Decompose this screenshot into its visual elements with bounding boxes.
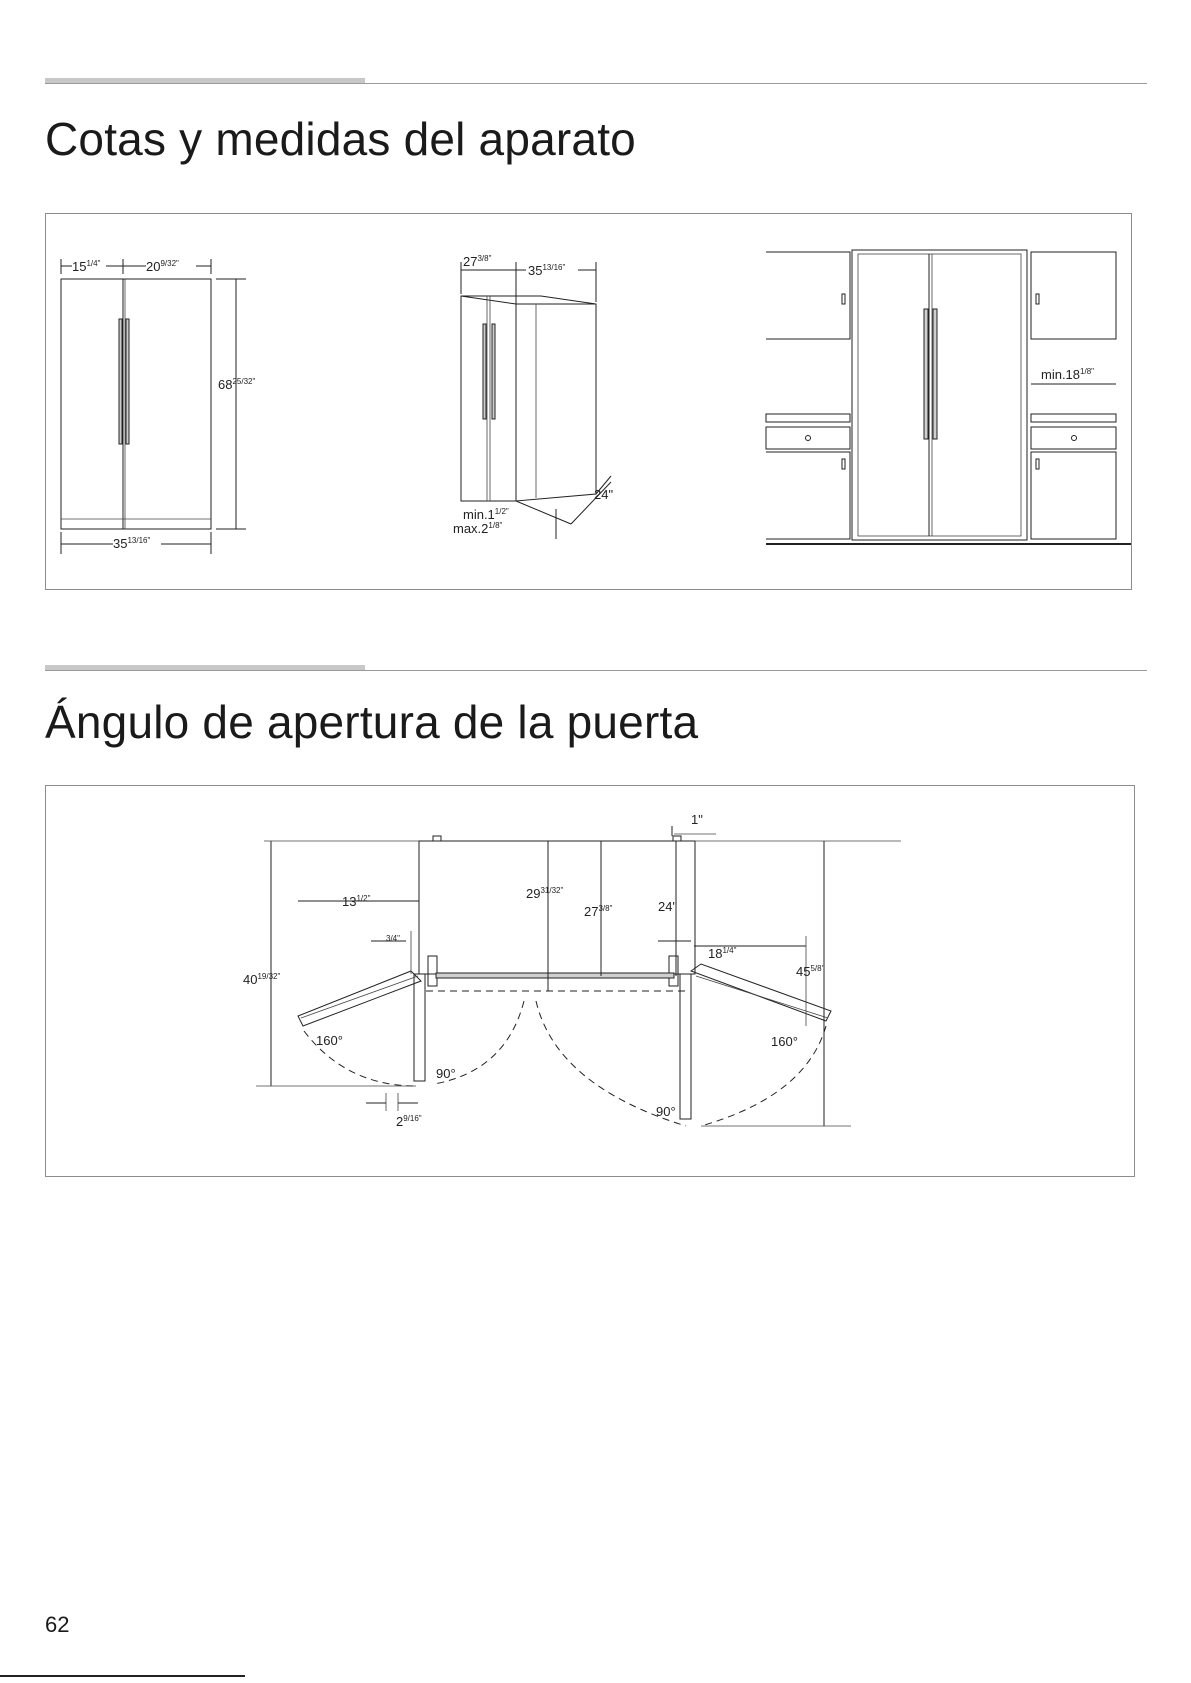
dim-24: 24": [658, 899, 677, 914]
section-title-door-angle: Ángulo de apertura de la puerta: [45, 695, 698, 749]
dim-max-gap: max.21/8": [453, 521, 503, 536]
dim-29-31-32: 2931/32": [526, 886, 563, 901]
front-view: 151/4" 209/32" 6825/32" 3513/16": [61, 259, 255, 554]
dim-2-9-16: 29/16": [396, 1114, 422, 1129]
door-angle-drawing: 1" 131/2" 2931/32" 273/8" 24" 3/4" 181/4…: [46, 786, 1134, 1176]
dim-width-left: 151/4": [72, 259, 101, 274]
angle-90-right: 90°: [656, 1104, 676, 1119]
angle-160-right: 160°: [771, 1034, 798, 1049]
dimensions-panel: 151/4" 209/32" 6825/32" 3513/16" 273/8": [45, 213, 1132, 590]
dim-1in: 1": [691, 812, 703, 827]
dim-27-3-8: 273/8": [584, 904, 613, 919]
door-angle-panel: 1" 131/2" 2931/32" 273/8" 24" 3/4" 181/4…: [45, 785, 1135, 1177]
side-view: 273/8" 3513/16" 24" min.11/2" max.21/8": [453, 254, 613, 539]
footer-rule: [0, 1675, 245, 1677]
installed-view: min.181/8": [766, 250, 1131, 544]
dimensions-drawing: 151/4" 209/32" 6825/32" 3513/16" 273/8": [46, 214, 1131, 589]
dim-45-5-8: 455/8": [796, 964, 825, 979]
dim-top-width: 3513/16": [528, 263, 565, 278]
dim-depth: 24": [594, 487, 613, 502]
dim-top-depth: 273/8": [463, 254, 492, 269]
section-title-dimensions: Cotas y medidas del aparato: [45, 112, 636, 166]
dim-width-right: 209/32": [146, 259, 179, 274]
section-rule: [45, 670, 1147, 671]
angle-160-left: 160°: [316, 1033, 343, 1048]
fridge-body: [419, 841, 695, 974]
dim-height: 6825/32": [218, 377, 255, 392]
dim-min-gap: min.11/2": [463, 507, 509, 522]
dim-width-total: 3513/16": [113, 536, 150, 551]
dim-18-1-4: 181/4": [708, 946, 737, 961]
dim-40-19-32: 4019/32": [243, 972, 280, 987]
dim-3-4: 3/4": [386, 934, 400, 943]
dim-13-1-2: 131/2": [342, 894, 371, 909]
section-rule: [45, 83, 1147, 84]
angle-90-left: 90°: [436, 1066, 456, 1081]
dim-clearance: min.181/8": [1041, 367, 1094, 382]
page-number: 62: [45, 1612, 69, 1638]
